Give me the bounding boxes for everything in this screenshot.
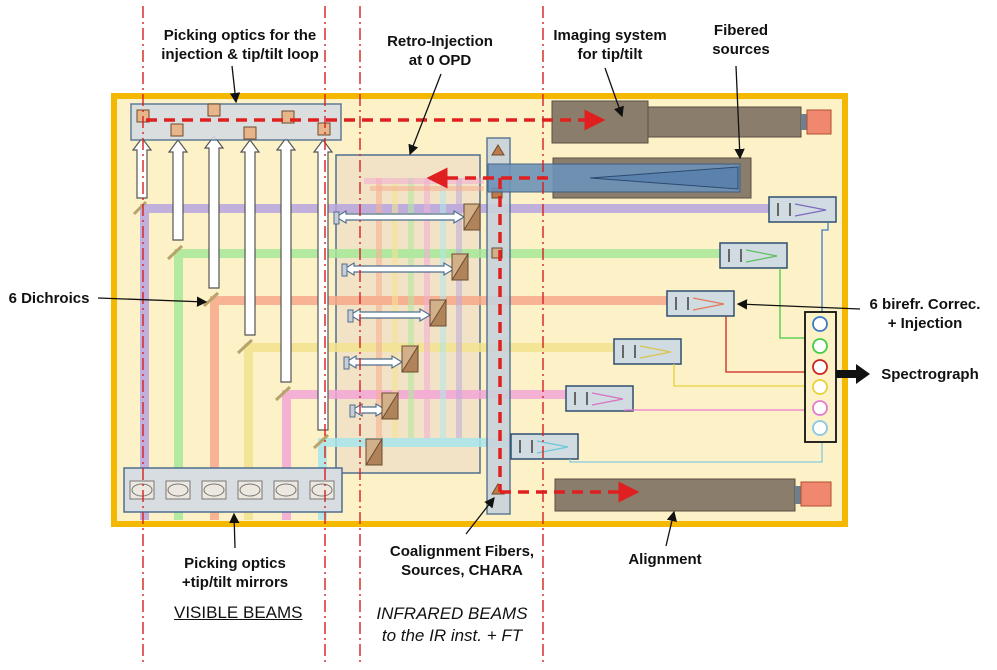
- retro-prisms: [365, 202, 481, 466]
- label-retro-injection: Retro-Injection at 0 OPD: [387, 33, 493, 69]
- imaging-system-end: [806, 109, 832, 135]
- alignment-box: [554, 478, 796, 512]
- label-fibered-sources: Fibered sources: [712, 22, 770, 58]
- label-picking-optics-tiptilt: Picking optics +tip/tilt mirrors: [181, 555, 289, 591]
- label-spectrograph: Spectrograph: [881, 366, 979, 383]
- imaging-system-box: [551, 100, 649, 144]
- imaging-system-tube: [647, 106, 802, 138]
- label-infrared-beams: INFRARED BEAMS to the IR inst. + FT: [376, 604, 528, 645]
- alignment-connector: [795, 486, 801, 504]
- label-birefringent-correctors: 6 birefr. Correc. + Injection: [869, 296, 981, 332]
- laser-paths: [146, 109, 640, 503]
- fibered-sources-taper: [589, 166, 739, 190]
- leader-lines: [97, 65, 861, 549]
- fibers: [569, 222, 829, 463]
- imaging-system-connector: [801, 114, 807, 130]
- corrector-lenses: [536, 203, 827, 454]
- label-picking-optics-injection: Picking optics for the injection & tip/t…: [161, 27, 319, 63]
- label-alignment: Alignment: [628, 551, 702, 568]
- label-imaging-system: Imaging system for tip/tilt: [553, 27, 667, 63]
- corrector-internals: [519, 203, 791, 453]
- picking-optics-bottom-bar: [123, 467, 343, 513]
- spectrograph-arrow: [836, 364, 870, 384]
- label-visible-beams: VISIBLE BEAMS: [174, 603, 303, 622]
- tip-tilt-mirrors: [129, 480, 335, 500]
- picking-arrows: [131, 135, 334, 431]
- label-dichroics: 6 Dichroics: [8, 290, 90, 307]
- delay-line-stops: [333, 211, 356, 418]
- alignment-end: [800, 481, 832, 507]
- fiber-outputs: [812, 316, 828, 436]
- picking-optics-top-elements: [136, 103, 331, 140]
- picking-optics-top-bar: [130, 103, 342, 141]
- label-coalignment: Coalignment Fibers, Sources, CHARA: [389, 543, 535, 579]
